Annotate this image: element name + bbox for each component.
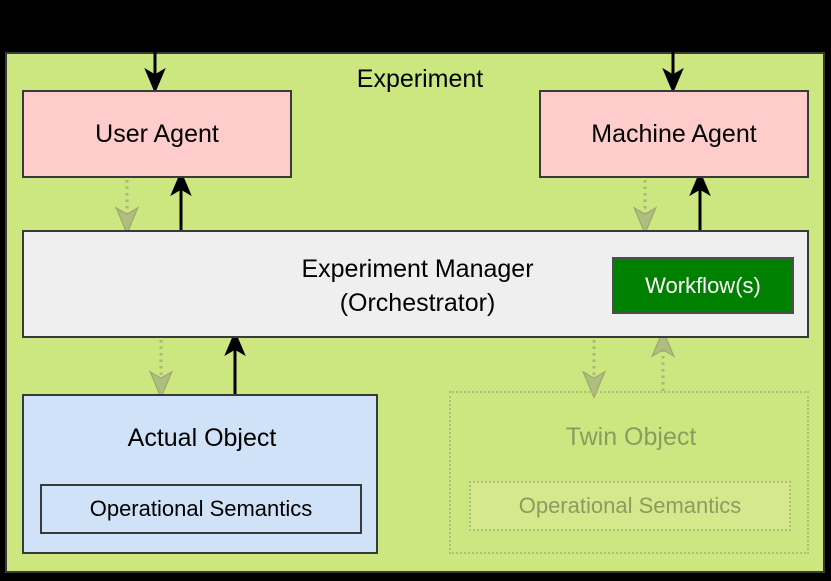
node-machine-agent-label: Machine Agent: [591, 119, 757, 148]
node-twin-object[interactable]: Twin Object Operational Semantics: [449, 391, 809, 554]
node-workflows-label: Workflow(s): [645, 272, 761, 298]
node-user-agent[interactable]: User Agent: [22, 90, 292, 178]
node-actual-object-label: Actual Object: [127, 424, 277, 452]
node-experiment-manager[interactable]: Experiment Manager (Orchestrator) Workfl…: [22, 230, 809, 338]
node-twin-object-label: Twin Object: [565, 423, 697, 451]
node-experiment-manager-label-line1: Experiment Manager: [301, 255, 534, 283]
node-actual-object-operational-semantics-label: Operational Semantics: [89, 496, 313, 521]
node-twin-object-operational-semantics[interactable]: Operational Semantics: [469, 481, 791, 531]
node-actual-object[interactable]: Actual Object Operational Semantics: [22, 394, 378, 554]
page-title: Experiment: [356, 65, 484, 93]
node-twin-object-operational-semantics-label: Operational Semantics: [518, 493, 742, 518]
node-actual-object-operational-semantics[interactable]: Operational Semantics: [40, 484, 362, 534]
node-machine-agent[interactable]: Machine Agent: [539, 90, 809, 178]
node-user-agent-label: User Agent: [95, 119, 219, 148]
node-experiment-manager-label: Experiment Manager (Orchestrator): [24, 232, 811, 340]
node-experiment-manager-label-line2: (Orchestrator): [339, 289, 496, 317]
node-workflows[interactable]: Workflow(s): [612, 257, 794, 314]
